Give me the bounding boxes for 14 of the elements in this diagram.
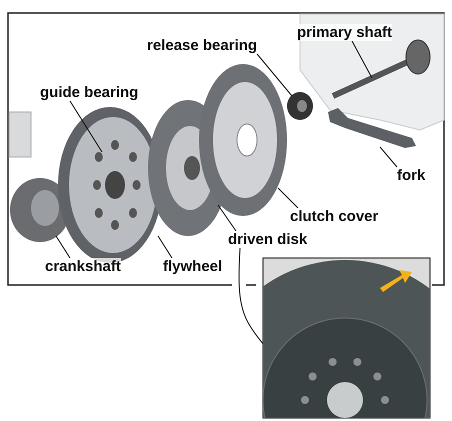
connector-line [238,248,264,346]
leader-line [380,146,398,168]
part-label: flywheel [163,258,222,275]
driven-disk-photo [262,258,430,418]
leader-line [70,100,102,152]
leader-line [56,236,70,258]
leader-line [352,40,372,78]
leader-line [256,54,292,96]
part-label: release bearing [147,37,258,54]
leader-line [278,188,298,208]
leader-line [218,204,236,232]
part-label: guide bearing [40,84,138,101]
leader-line [158,236,172,258]
part-label: primary shaft [297,24,392,41]
